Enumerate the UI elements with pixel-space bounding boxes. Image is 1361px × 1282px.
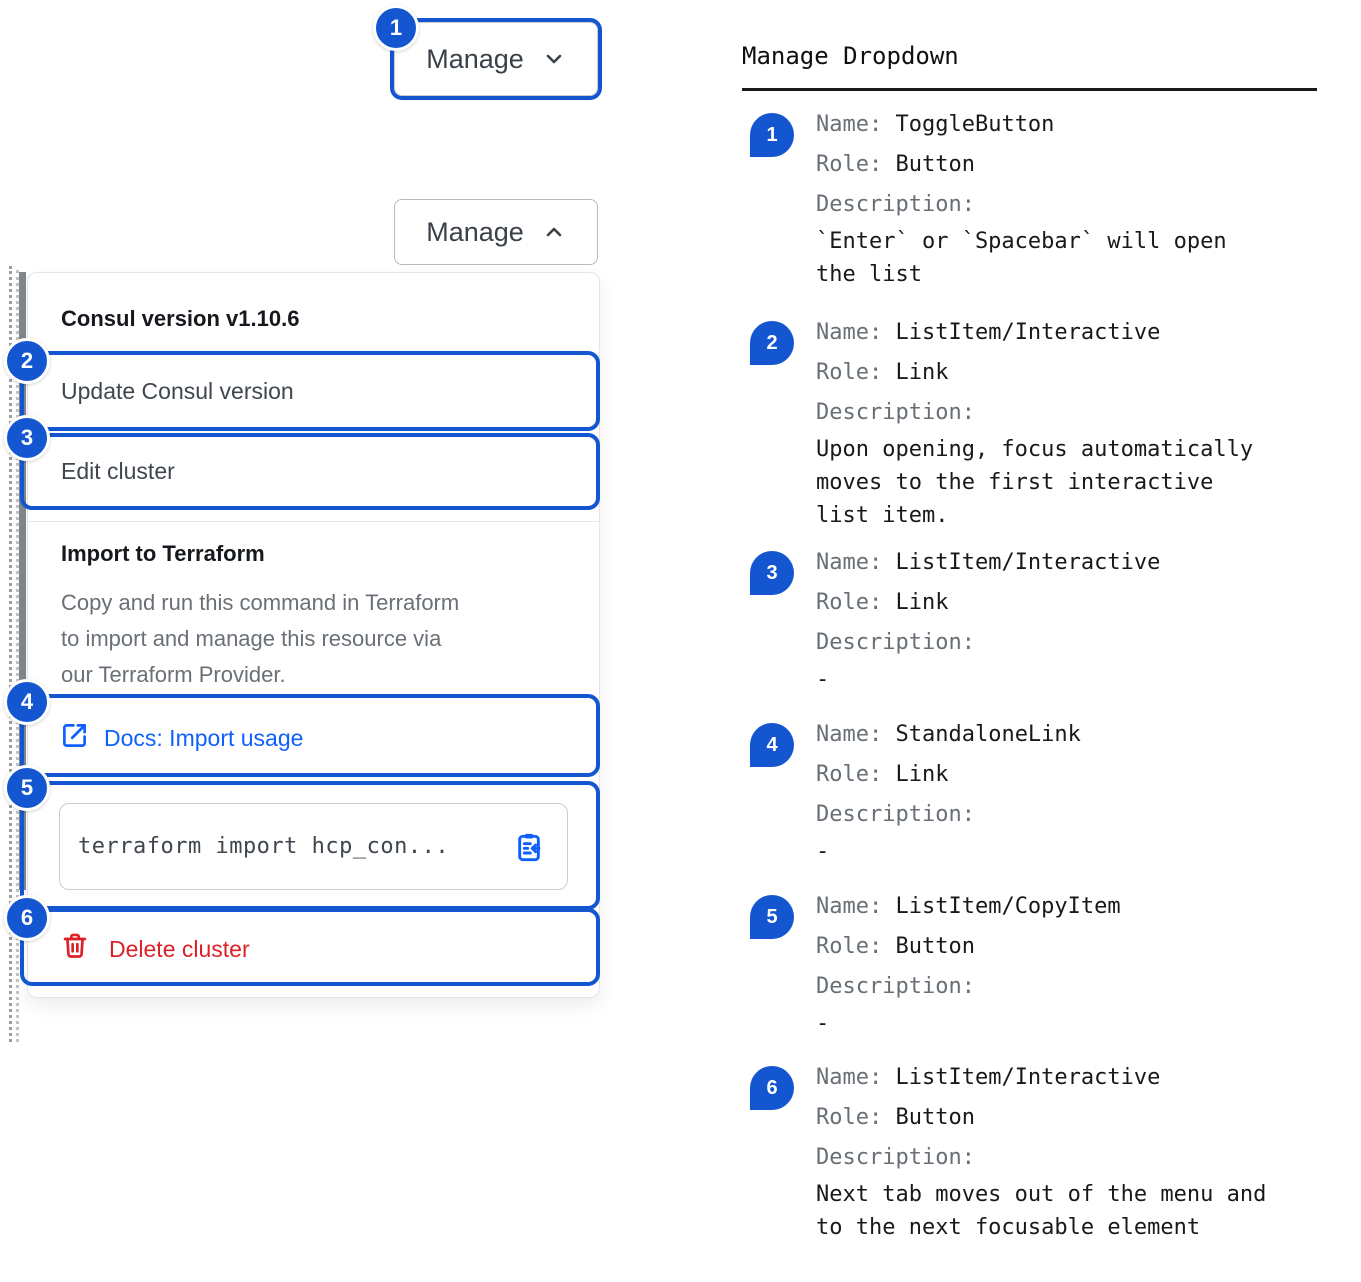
- entry-badge-5: 5: [750, 895, 794, 939]
- entry-description-label: Description:: [816, 630, 975, 655]
- entry-description: -: [816, 667, 830, 692]
- torn-edge-noise: [7, 266, 23, 1042]
- manage-button-label: Manage: [426, 216, 524, 247]
- entry-description-label: Description:: [816, 1145, 975, 1170]
- trash-icon: [61, 932, 89, 966]
- docs-link-label: Docs: Import usage: [104, 725, 304, 751]
- update-consul-version-item[interactable]: Update Consul version: [61, 378, 294, 404]
- entry-description-label: Description:: [816, 974, 975, 999]
- annotation-badge-4: 4: [4, 679, 50, 725]
- clipboard-copy-icon: [513, 833, 545, 866]
- entry-badge-1: 1: [750, 113, 794, 157]
- spec-panel-rule: [742, 88, 1317, 91]
- delete-cluster-label: Delete cluster: [109, 935, 250, 962]
- entry-name-row: Name: ListItem/CopyItem: [816, 894, 1121, 919]
- spec-entry-4: 4 Name: StandaloneLink Role: Link Descri…: [742, 715, 1332, 868]
- chevron-down-icon: [542, 47, 566, 71]
- entry-badge-2: 2: [750, 321, 794, 365]
- terraform-import-copy-item[interactable]: terraform import hcp_con...: [59, 803, 568, 890]
- section-divider: [28, 521, 599, 522]
- entry-description: Upon opening, focus automatically moves …: [816, 437, 1254, 528]
- entry-role-row: Role: Button: [816, 934, 975, 959]
- annotation-badge-2: 2: [4, 338, 50, 384]
- annotation-badge-1: 1: [373, 5, 419, 51]
- entry-description-label: Description:: [816, 802, 975, 827]
- entry-description: -: [816, 1011, 830, 1036]
- torn-edge-bar: [19, 272, 26, 890]
- spec-entry-2: 2 Name: ListItem/Interactive Role: Link …: [742, 313, 1332, 532]
- manage-button-label: Manage: [426, 43, 524, 74]
- copy-button[interactable]: [513, 831, 545, 863]
- annotation-badge-6: 6: [4, 895, 50, 941]
- entry-badge-4: 4: [750, 723, 794, 767]
- terraform-command-snippet: terraform import hcp_con...: [78, 834, 450, 859]
- entry-name-row: Name: StandaloneLink: [816, 722, 1081, 747]
- entry-badge-6: 6: [750, 1066, 794, 1110]
- chevron-up-icon: [542, 220, 566, 244]
- spec-entry-1: 1 Name: ToggleButton Role: Button Descri…: [742, 105, 1332, 291]
- consul-version-header: Consul version v1.10.6: [61, 306, 300, 331]
- entry-role-row: Role: Link: [816, 762, 949, 787]
- manage-toggle-button-collapsed[interactable]: Manage: [390, 18, 602, 100]
- entry-role-row: Role: Button: [816, 1105, 975, 1130]
- external-link-icon: [61, 722, 88, 755]
- entry-role-row: Role: Button: [816, 152, 975, 177]
- entry-description: `Enter` or `Spacebar` will open the list: [816, 229, 1227, 287]
- spec-entry-5: 5 Name: ListItem/CopyItem Role: Button D…: [742, 887, 1332, 1040]
- docs-import-usage-link[interactable]: Docs: Import usage: [61, 722, 303, 755]
- import-to-terraform-description: Copy and run this command in Terraform t…: [61, 590, 460, 687]
- delete-cluster-item[interactable]: Delete cluster: [61, 932, 250, 966]
- annotation-badge-3: 3: [4, 415, 50, 461]
- import-to-terraform-title: Import to Terraform: [61, 541, 265, 566]
- annotation-badge-5: 5: [4, 765, 50, 811]
- entry-role-row: Role: Link: [816, 360, 949, 385]
- entry-description: -: [816, 839, 830, 864]
- entry-description: Next tab moves out of the menu and to th…: [816, 1182, 1267, 1240]
- spec-entry-6: 6 Name: ListItem/Interactive Role: Butto…: [742, 1058, 1332, 1244]
- entry-name-row: Name: ListItem/Interactive: [816, 1065, 1161, 1090]
- entry-name-row: Name: ToggleButton: [816, 112, 1055, 137]
- entry-description-label: Description:: [816, 192, 975, 217]
- manage-toggle-button-expanded[interactable]: Manage: [394, 199, 598, 265]
- entry-badge-3: 3: [750, 551, 794, 595]
- entry-role-row: Role: Link: [816, 590, 949, 615]
- spec-panel-title: Manage Dropdown: [742, 42, 959, 70]
- spec-entry-3: 3 Name: ListItem/Interactive Role: Link …: [742, 543, 1332, 696]
- edit-cluster-item[interactable]: Edit cluster: [61, 458, 175, 484]
- entry-name-row: Name: ListItem/Interactive: [816, 320, 1161, 345]
- entry-name-row: Name: ListItem/Interactive: [816, 550, 1161, 575]
- entry-description-label: Description:: [816, 400, 975, 425]
